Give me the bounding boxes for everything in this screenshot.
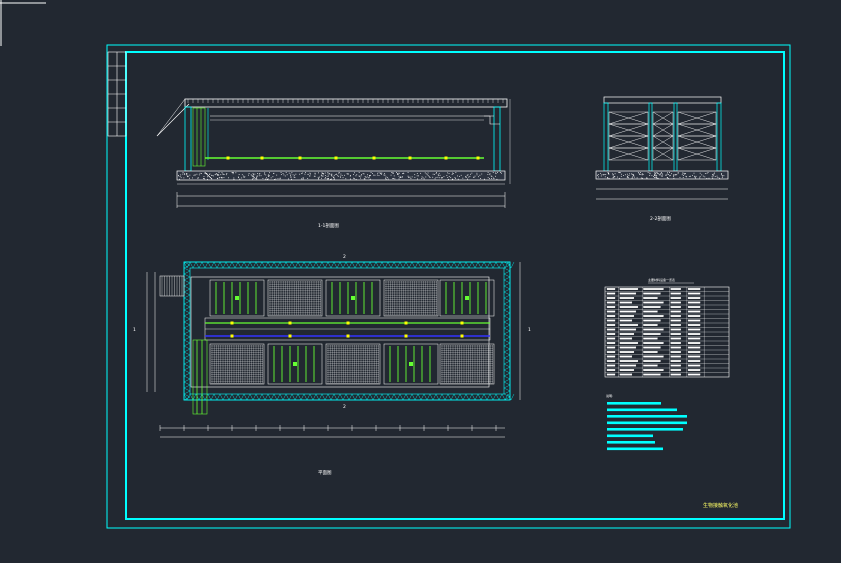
drawing-title: 生物接触氧化池 <box>703 502 738 509</box>
diffuser-node <box>351 296 355 300</box>
section-mark-top: 2 <box>343 254 346 260</box>
valve-node <box>460 334 464 338</box>
inner-frame <box>125 51 785 520</box>
valve-node <box>288 321 292 325</box>
materials-table: 主要材料设备一览表 <box>604 277 730 378</box>
note-line <box>607 415 687 418</box>
tank-module <box>325 279 381 317</box>
diffuser-node <box>465 296 469 300</box>
tank-module <box>325 343 381 385</box>
pipe-node <box>372 156 376 160</box>
tank-module <box>209 279 265 317</box>
binding-strip <box>107 51 127 137</box>
plan-title: 平面图 <box>318 470 332 476</box>
section-mark-left: 1 <box>133 327 136 333</box>
note-line <box>607 428 683 431</box>
tank-module <box>439 279 495 317</box>
valve-node <box>288 334 292 338</box>
valve-node <box>460 321 464 325</box>
valve-node <box>230 321 234 325</box>
crosshair-cursor <box>0 0 46 46</box>
notes-block: 说明: <box>606 393 687 451</box>
section-2-title: 2-2剖面图 <box>650 215 671 222</box>
pipe-node <box>260 156 264 160</box>
materials-table-title: 主要材料设备一览表 <box>648 277 675 282</box>
tank-module <box>383 343 439 385</box>
outer-frame <box>106 44 791 529</box>
section-mark-right: 1 <box>528 327 531 333</box>
tank-module <box>209 343 265 385</box>
diffuser-node <box>235 296 239 300</box>
pipe-node <box>476 156 480 160</box>
valve-node <box>404 334 408 338</box>
pipe-node <box>408 156 412 160</box>
valve-node <box>346 334 350 338</box>
note-line <box>607 441 655 444</box>
note-line <box>607 447 663 451</box>
pipe-node <box>444 156 448 160</box>
tank-module <box>267 279 323 317</box>
diffuser-node <box>293 362 297 366</box>
tank-module <box>439 343 495 385</box>
valve-node <box>230 334 234 338</box>
tank-module <box>383 279 439 317</box>
tank-module <box>267 343 323 385</box>
note-line <box>607 421 687 425</box>
diffuser-node <box>409 362 413 366</box>
section-2-2-view: 2-2剖面图 <box>595 96 729 222</box>
valve-node <box>346 321 350 325</box>
note-line <box>607 402 661 405</box>
stair <box>156 103 190 137</box>
note-line <box>607 434 653 438</box>
pipe-node <box>334 156 338 160</box>
section-1-1-view: 1-1剖面图 <box>156 98 511 229</box>
section-1-title: 1-1剖面图 <box>318 222 339 229</box>
plan-view: 2 2 1 1 平面图 <box>133 254 531 476</box>
valve-node <box>404 321 408 325</box>
notes-title: 说明: <box>606 393 613 398</box>
pipe-node <box>298 156 302 160</box>
pipe-node <box>226 156 230 160</box>
note-line <box>607 408 677 412</box>
section-mark-bottom: 2 <box>343 404 346 410</box>
